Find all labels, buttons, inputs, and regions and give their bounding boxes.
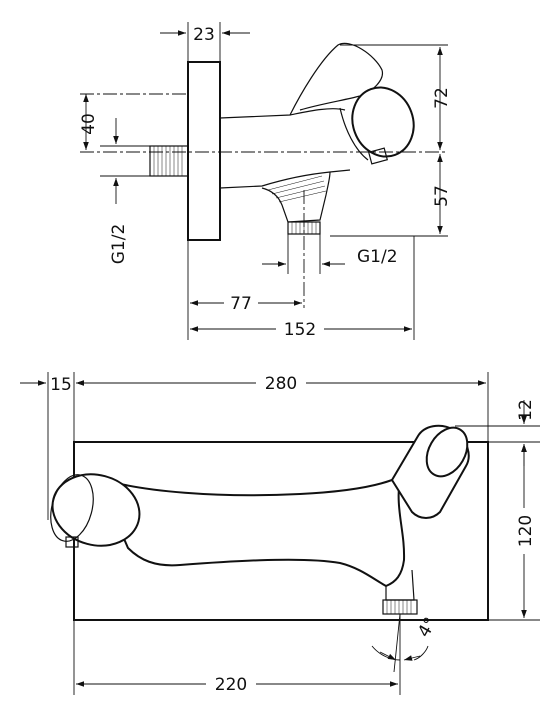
- dim-handle-offset: 15: [50, 375, 72, 395]
- dim-total-depth: 152: [284, 320, 316, 340]
- dim-spout-position: 220: [215, 675, 247, 695]
- thread-inlet-label: G1/2: [109, 224, 129, 265]
- inlet-pipe: [149, 145, 189, 177]
- spout-top-view: [261, 171, 331, 223]
- mixer-body-top: [219, 108, 351, 189]
- button-top-view: [367, 147, 389, 165]
- dim-total-width: 280: [265, 374, 297, 394]
- mixer-body-front: [96, 474, 406, 588]
- dim-top-height: 72: [432, 87, 452, 109]
- button-front-view: [65, 536, 79, 548]
- spout-hatch: [267, 175, 327, 203]
- dim-plate-height: 120: [516, 515, 536, 547]
- dim-pipe-offset: 40: [79, 113, 99, 135]
- top-view: 23 40 G1/2 72 57 G1/2 77 152: [79, 22, 452, 340]
- knob-top-view: [351, 86, 415, 158]
- inlet-thread-hatch: [153, 146, 183, 176]
- front-view: 15 280 12 120 4° 220: [20, 372, 540, 695]
- dim-flange-thickness: 23: [193, 25, 215, 45]
- dim-spout-axis: 77: [230, 294, 252, 314]
- dim-bottom-height: 57: [432, 185, 452, 207]
- thread-outlet-label: G1/2: [357, 247, 398, 267]
- handle-top-view: [289, 42, 384, 116]
- dim-top-offset: 12: [516, 399, 536, 421]
- wall-flange: [187, 61, 221, 241]
